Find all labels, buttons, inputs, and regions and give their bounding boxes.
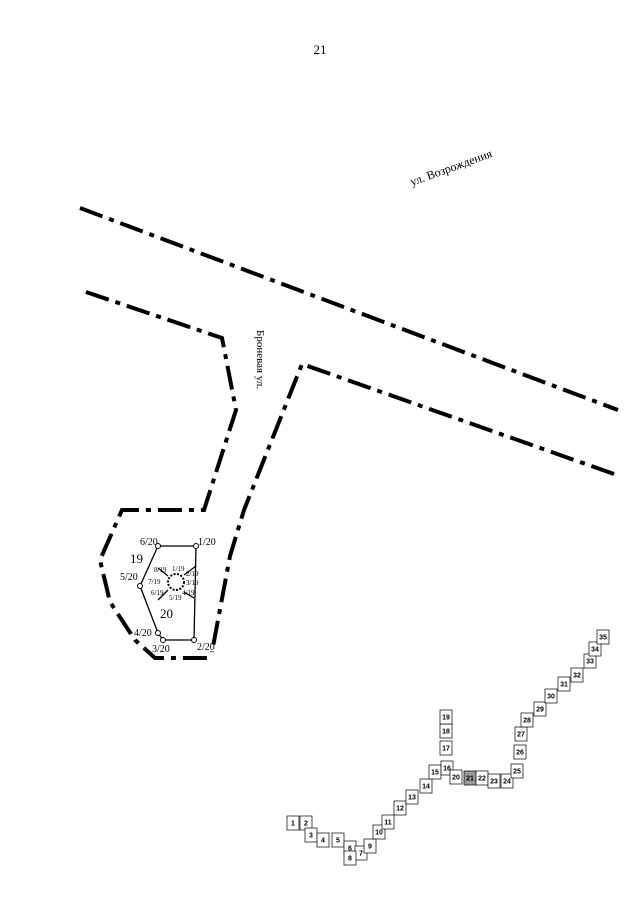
point-label-4-19: 4/19 <box>182 589 195 597</box>
index-sheet-label: 15 <box>431 770 439 777</box>
index-sheet-box <box>596 629 610 645</box>
point-label-1-19: 1/19 <box>172 565 185 573</box>
index-sheet-label: 6 <box>348 846 352 853</box>
point-label-6-19: 6/19 <box>151 589 164 597</box>
parcel-divider <box>157 565 197 601</box>
index-sheet-label: 29 <box>536 707 544 714</box>
index-sheet-label: 10 <box>375 830 383 837</box>
street-boundary-east <box>210 361 615 653</box>
index-sheet-box <box>363 838 377 854</box>
index-sheet-box <box>500 773 514 789</box>
index-sheet-label: 8 <box>348 856 352 863</box>
index-sheet-label: 2 <box>304 821 308 828</box>
index-sheet-label: 12 <box>396 806 404 813</box>
point-label-6-20: 6/20 <box>140 537 158 548</box>
index-sheet-label: 35 <box>599 635 607 642</box>
parcel-19-boundary <box>167 573 185 591</box>
point-label-3-20: 3/20 <box>152 644 170 655</box>
index-sheet-label: 25 <box>513 769 521 776</box>
survey-point <box>137 583 143 589</box>
index-sheet-label: 34 <box>591 647 599 654</box>
point-label-3-19: 3/19 <box>186 579 199 587</box>
index-sheet-box <box>331 832 345 848</box>
index-sheet-box <box>510 763 524 779</box>
index-sheet-label: 3 <box>309 833 313 840</box>
point-label-2-20: 2/20 <box>197 642 215 653</box>
index-sheet-label: 13 <box>408 795 416 802</box>
index-sheet-label: 20 <box>452 775 460 782</box>
index-sheet-box <box>439 740 453 756</box>
point-label-4-20: 4/20 <box>134 628 152 639</box>
index-sheet-label: 26 <box>516 750 524 757</box>
index-sheet-label: 16 <box>443 766 451 773</box>
survey-point <box>193 543 199 549</box>
index-sheet-label: 4 <box>321 838 325 845</box>
street-label-bronevaya: Броневая ул. <box>254 330 266 389</box>
index-sheet-label: 23 <box>490 779 498 786</box>
index-sheet-label: 1 <box>291 821 295 828</box>
index-sheet-label: 24 <box>503 779 511 786</box>
street-label-vozrozhdeniya: ул. Возрождения <box>408 146 494 189</box>
index-sheet-label: 30 <box>547 694 555 701</box>
index-sheet-box <box>286 815 300 831</box>
index-sheet-box <box>343 850 357 866</box>
point-label-5-19: 5/19 <box>169 594 182 602</box>
street-boundary-south <box>85 290 239 660</box>
index-sheet-box <box>544 688 558 704</box>
index-sheet-box <box>520 712 534 728</box>
point-label-7-19: 7/19 <box>148 578 161 586</box>
index-sheet-label: 18 <box>442 729 450 736</box>
index-sheet-label: 11 <box>384 820 392 827</box>
street-boundary-north <box>79 206 619 412</box>
page-number: 21 <box>313 42 327 57</box>
index-sheet-label: 33 <box>586 659 594 666</box>
index-sheet-box <box>393 800 407 816</box>
index-sheet-label: 31 <box>560 682 568 689</box>
index-sheet-label: 5 <box>336 838 340 845</box>
index-sheet-box <box>588 641 602 657</box>
index-sheet-box <box>570 667 584 683</box>
index-sheet-box <box>316 832 330 848</box>
index-sheet-box <box>439 709 453 725</box>
index-sheet-label: 17 <box>442 746 450 753</box>
index-sheet-box <box>513 744 527 760</box>
point-label-1-20: 1/20 <box>198 537 216 548</box>
index-sheet-box <box>381 814 395 830</box>
index-sheet-box <box>557 676 571 692</box>
survey-point <box>155 630 161 636</box>
index-sheet-label: 7 <box>359 851 363 858</box>
parcel-label-20: 20 <box>160 606 173 621</box>
index-sheet-box <box>533 701 547 717</box>
index-sheet-label: 9 <box>368 844 372 851</box>
point-label-8-19: 8/19 <box>154 566 167 574</box>
index-sheet-box <box>419 778 433 794</box>
index-sheet-label: 32 <box>573 673 581 680</box>
index-sheet-box <box>405 789 419 805</box>
index-sheet-box <box>449 769 463 785</box>
index-sheet-label: 28 <box>523 718 531 725</box>
index-sheet-label: 14 <box>422 784 430 791</box>
index-sheet-label: 27 <box>517 732 525 739</box>
point-label-5-20: 5/20 <box>120 572 138 583</box>
index-sheet-box <box>487 773 501 789</box>
survey-point <box>191 637 197 643</box>
survey-point <box>160 637 166 643</box>
survey-point <box>155 543 161 549</box>
parcel-label-19: 19 <box>130 551 143 566</box>
index-sheet-label: 19 <box>442 715 450 722</box>
index-sheet-label: 21 <box>466 776 474 783</box>
index-sheet-label: 22 <box>478 776 486 783</box>
point-label-2-19: 2/19 <box>186 570 199 578</box>
